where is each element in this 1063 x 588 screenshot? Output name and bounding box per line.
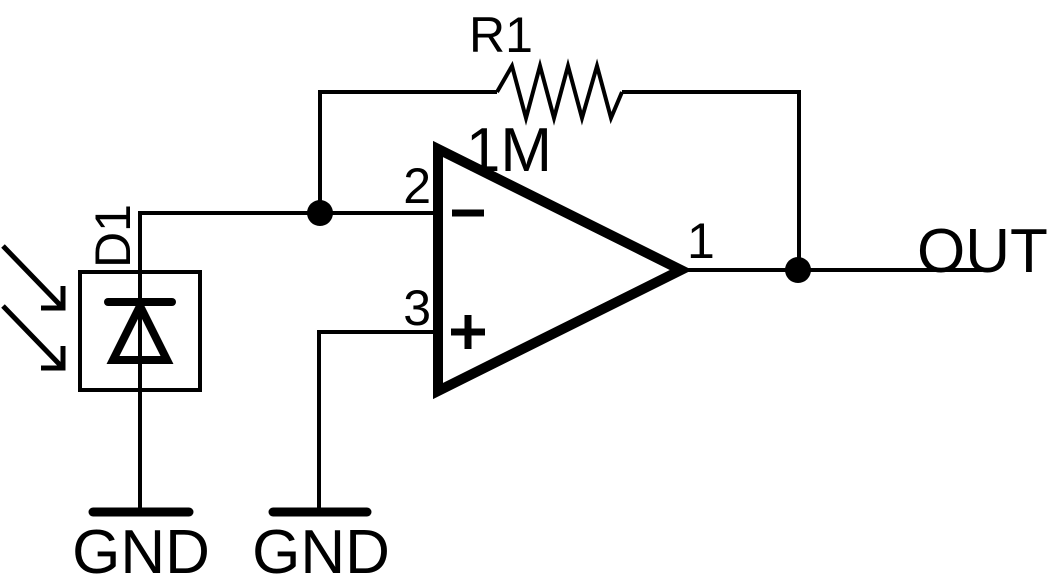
opamp-pin3-label: 3	[403, 280, 431, 336]
light-arrow-shaft	[1, 244, 64, 309]
light-arrow-head	[41, 346, 66, 371]
wire-noninverting-input-net	[317, 330, 433, 510]
photodiode-box	[78, 270, 202, 392]
ground-label: GND	[72, 518, 210, 587]
resistor-symbol: R1 1M	[466, 7, 624, 185]
resistor-designator-label: R1	[469, 7, 533, 63]
opamp-pin2-label: 2	[403, 158, 431, 214]
junction-dot-inverting	[307, 200, 333, 226]
noninverting-plus-icon	[451, 315, 485, 349]
wire-inverting-input-net	[138, 211, 433, 510]
junction-dot-output	[785, 257, 811, 283]
ground-label: GND	[252, 518, 390, 587]
feedback-net	[318, 90, 801, 270]
output-net-label: OUT	[917, 217, 1048, 286]
diode-triangle	[106, 297, 174, 364]
opamp-triangle	[433, 140, 693, 400]
opamp-symbol: 2 3 1	[403, 140, 715, 400]
photodiode-symbol: D1	[1, 204, 202, 392]
wire-feedback-right	[622, 90, 801, 270]
light-arrows-icon	[1, 244, 66, 371]
opamp-pin1-label: 1	[687, 213, 715, 269]
light-arrow-head	[41, 286, 66, 311]
ground-symbol-right: GND	[252, 507, 390, 587]
ground-symbol-left: GND	[72, 507, 210, 587]
photodiode-designator-label: D1	[85, 204, 141, 268]
light-arrow-shaft	[1, 304, 64, 369]
resistor-zigzag	[495, 58, 624, 126]
wire-feedback-left	[318, 90, 497, 213]
